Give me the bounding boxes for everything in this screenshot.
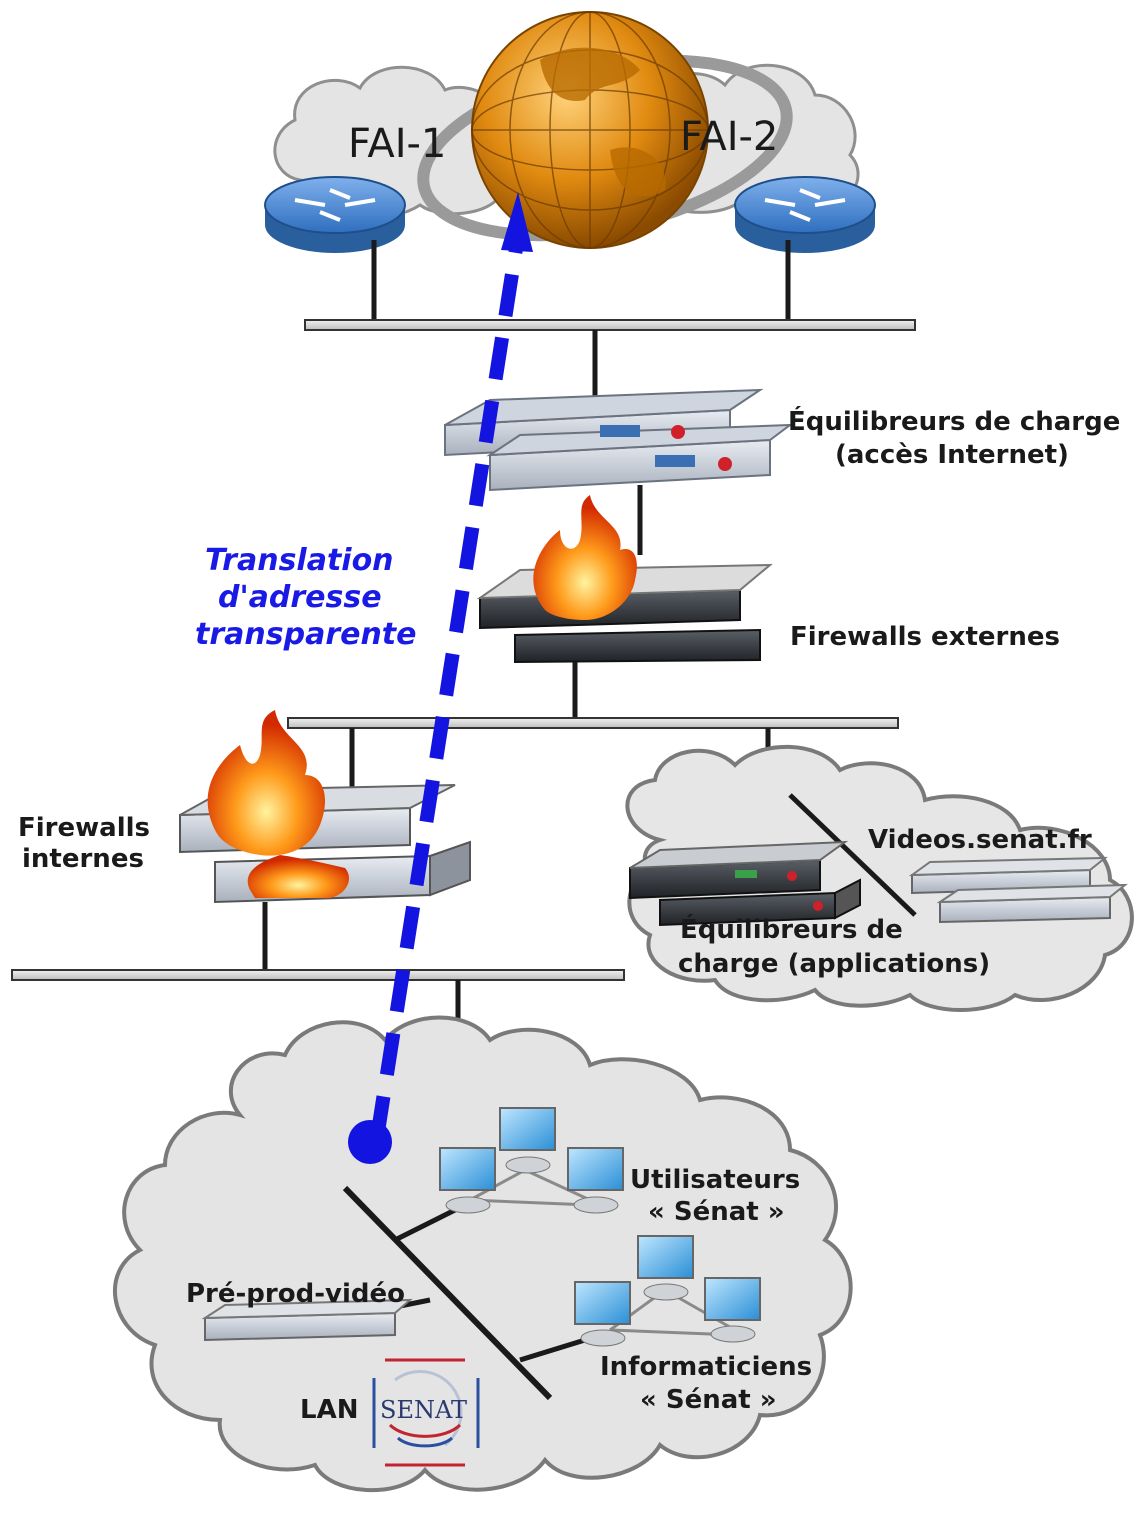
senat-logo-text: SENAT [380,1396,467,1424]
video-server-icon [908,856,1128,924]
lb-internet-label-2: (accès Internet) [835,440,1069,470]
network-bus-top [304,319,916,331]
it-workstations-icon [574,1235,761,1347]
lan-cloud [113,1015,853,1492]
router-icon-left [264,176,406,253]
nat-label-2: d'adresse [218,580,382,615]
nat-label-1: Translation [205,543,394,578]
network-bus-middle [287,717,899,729]
users-workstations-icon [439,1107,624,1214]
nat-label-3: transparente [195,617,417,652]
lan-label: LAN [300,1395,358,1425]
it-label-2: « Sénat » [640,1385,777,1415]
router-uplinks [371,240,791,322]
fw-external-label: Firewalls externes [790,622,1060,652]
load-balancer-internet-icon [444,388,794,492]
lb-apps-label-1: Équilibreurs de [680,913,903,945]
load-balancer-apps-icon [629,840,861,927]
fw-internal-label-2: internes [22,844,144,874]
network-bus-bottom [11,969,625,981]
lb-apps-label-2: charge (applications) [678,949,990,979]
isp-label-right: FAI-2 [680,114,778,160]
preprod-server-icon [201,1298,413,1342]
isp-label-left: FAI-1 [348,121,446,167]
internet-globe-icon [417,11,793,249]
external-firewall-icon [476,495,773,664]
users-label-1: Utilisateurs [630,1165,800,1195]
fw-internal-label-1: Firewalls [18,813,150,843]
lb-internet-label-1: Équilibreurs de charge [788,405,1120,437]
users-label-2: « Sénat » [648,1197,785,1227]
router-icon-right [734,176,876,253]
videos-cloud [625,744,1134,1012]
preprod-label: Pré-prod-vidéo [186,1279,405,1309]
internal-firewall-icon [179,710,471,904]
videos-label: Videos.senat.fr [868,825,1092,855]
senat-logo: SENAT [372,1358,480,1467]
it-label-1: Informaticiens [600,1352,812,1382]
nat-path-arrow [348,192,533,1164]
